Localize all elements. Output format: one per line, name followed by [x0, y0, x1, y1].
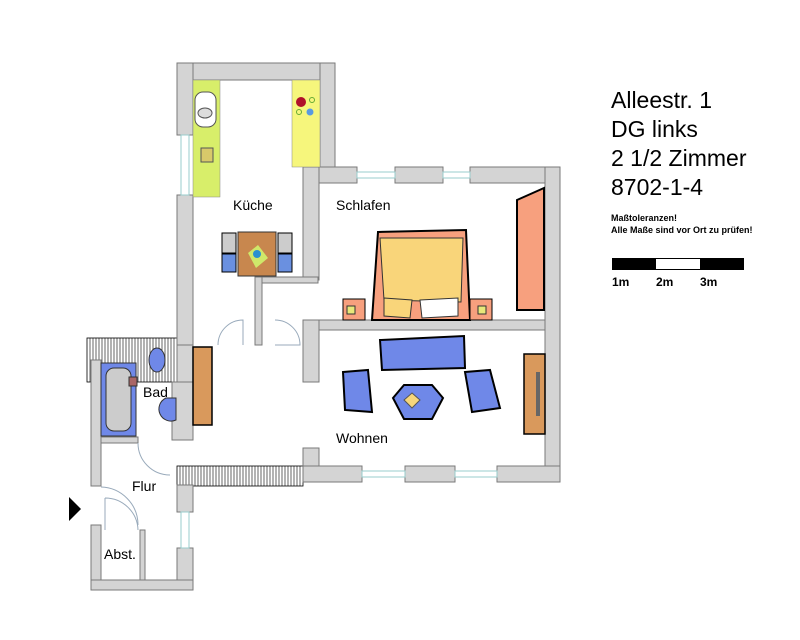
entrance-arrow-icon — [69, 497, 81, 521]
living-furniture — [341, 334, 546, 435]
address: Alleestr. 1 — [611, 87, 712, 113]
double-bed — [342, 228, 493, 321]
room-label-bath: Bad — [143, 384, 168, 400]
stair-hatch-hall — [176, 465, 304, 487]
wardrobe — [516, 186, 545, 311]
kitchen-counter — [192, 79, 321, 198]
floor-label: DG links — [611, 116, 698, 142]
scale-segment-3 — [699, 259, 743, 269]
scale-label-1m: 1m — [612, 275, 630, 289]
scale-label-2m: 2m — [656, 275, 674, 289]
walls — [90, 62, 561, 591]
dining-table — [221, 231, 293, 277]
scale-bar — [612, 258, 744, 270]
hall-cabinet — [192, 346, 213, 426]
object-id: 8702-1-4 — [611, 174, 704, 200]
bath-fixtures — [100, 347, 177, 437]
room-label-hall: Flur — [132, 478, 156, 494]
scale-segment-1 — [613, 259, 657, 269]
scale-segment-2 — [656, 259, 700, 269]
notice-line-1: Maßtoleranzen! — [611, 213, 678, 223]
room-label-bedroom: Schlafen — [336, 197, 390, 213]
notice-line-2: Alle Maße sind vor Ort zu prüfen! — [611, 225, 753, 235]
room-count: 2 1/2 Zimmer — [611, 145, 747, 171]
scale-label-3m: 3m — [700, 275, 718, 289]
room-label-living: Wohnen — [336, 430, 388, 446]
tolerance-notice: Maßtoleranzen! Alle Maße sind vor Ort zu… — [611, 212, 753, 236]
room-label-kitchen: Küche — [233, 197, 273, 213]
doors — [100, 319, 301, 531]
room-label-storage: Abst. — [104, 546, 136, 562]
windows — [180, 134, 498, 549]
plan-info: Alleestr. 1 DG links 2 1/2 Zimmer 8702-1… — [611, 86, 753, 236]
